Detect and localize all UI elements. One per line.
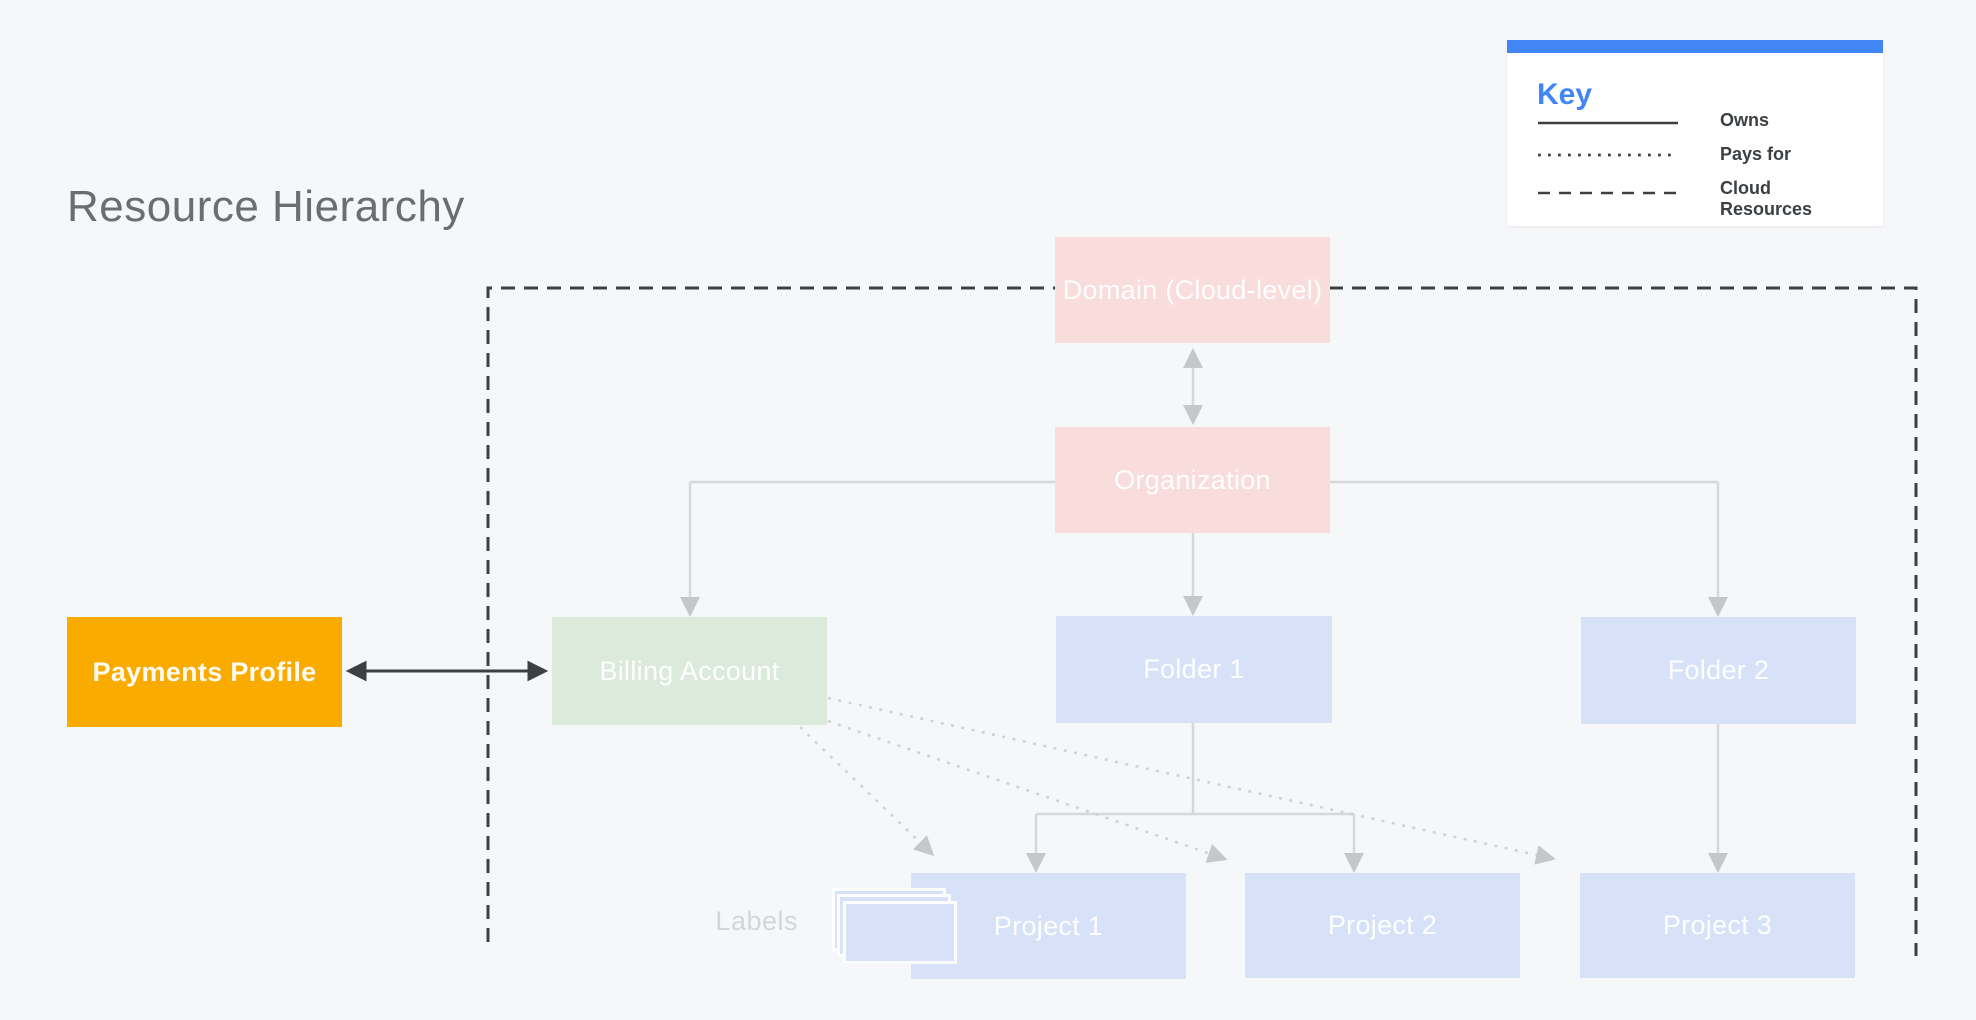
node-folder1-label: Folder 1 xyxy=(1143,654,1245,684)
node-folder2-label: Folder 2 xyxy=(1667,655,1770,685)
legend-accent-bar xyxy=(1507,40,1883,53)
node-project2: Project 2 xyxy=(1245,873,1520,978)
owns-line-sample xyxy=(1538,121,1678,125)
legend-heading: Key xyxy=(1537,78,1593,111)
labels-caption: Labels xyxy=(715,906,798,936)
node-project3: Project 3 xyxy=(1580,873,1855,978)
node-payments-profile: Payments Profile xyxy=(67,617,342,727)
node-organization-label: Organization xyxy=(1114,464,1271,495)
node-organization: Organization xyxy=(1055,427,1330,533)
node-folder2: Folder 2 xyxy=(1581,617,1856,724)
node-payments-profile-label: Payments Profile xyxy=(92,656,317,687)
node-domain-label: Domain (Cloud-level) xyxy=(1062,274,1323,305)
node-domain: Domain (Cloud-level) xyxy=(1055,237,1330,343)
labels-card-front xyxy=(843,901,957,964)
cloud-resources-line-sample xyxy=(1538,191,1678,195)
legend-item-cloud-resources: Cloud Resources xyxy=(1720,178,1813,219)
node-billing-account-label: Billing Account xyxy=(599,655,780,686)
pays-for-line-sample xyxy=(1538,153,1674,157)
node-project3-label: Project 3 xyxy=(1662,910,1773,940)
node-folder1: Folder 1 xyxy=(1056,616,1332,723)
pays-for-line-project1 xyxy=(799,726,935,857)
pays-for-line-project3 xyxy=(827,696,1556,865)
legend-item-pays-for: Pays for xyxy=(1720,144,1792,164)
pays-for-line-project2 xyxy=(827,719,1228,863)
node-project1-label: Project 1 xyxy=(993,910,1104,941)
legend: Key Owns Pays for Cloud Resources xyxy=(1507,40,1883,226)
legend-item-owns: Owns xyxy=(1720,110,1770,130)
node-project2-label: Project 2 xyxy=(1327,910,1438,940)
node-billing-account: Billing Account xyxy=(552,617,827,725)
page-title: Resource Hierarchy xyxy=(67,182,465,231)
